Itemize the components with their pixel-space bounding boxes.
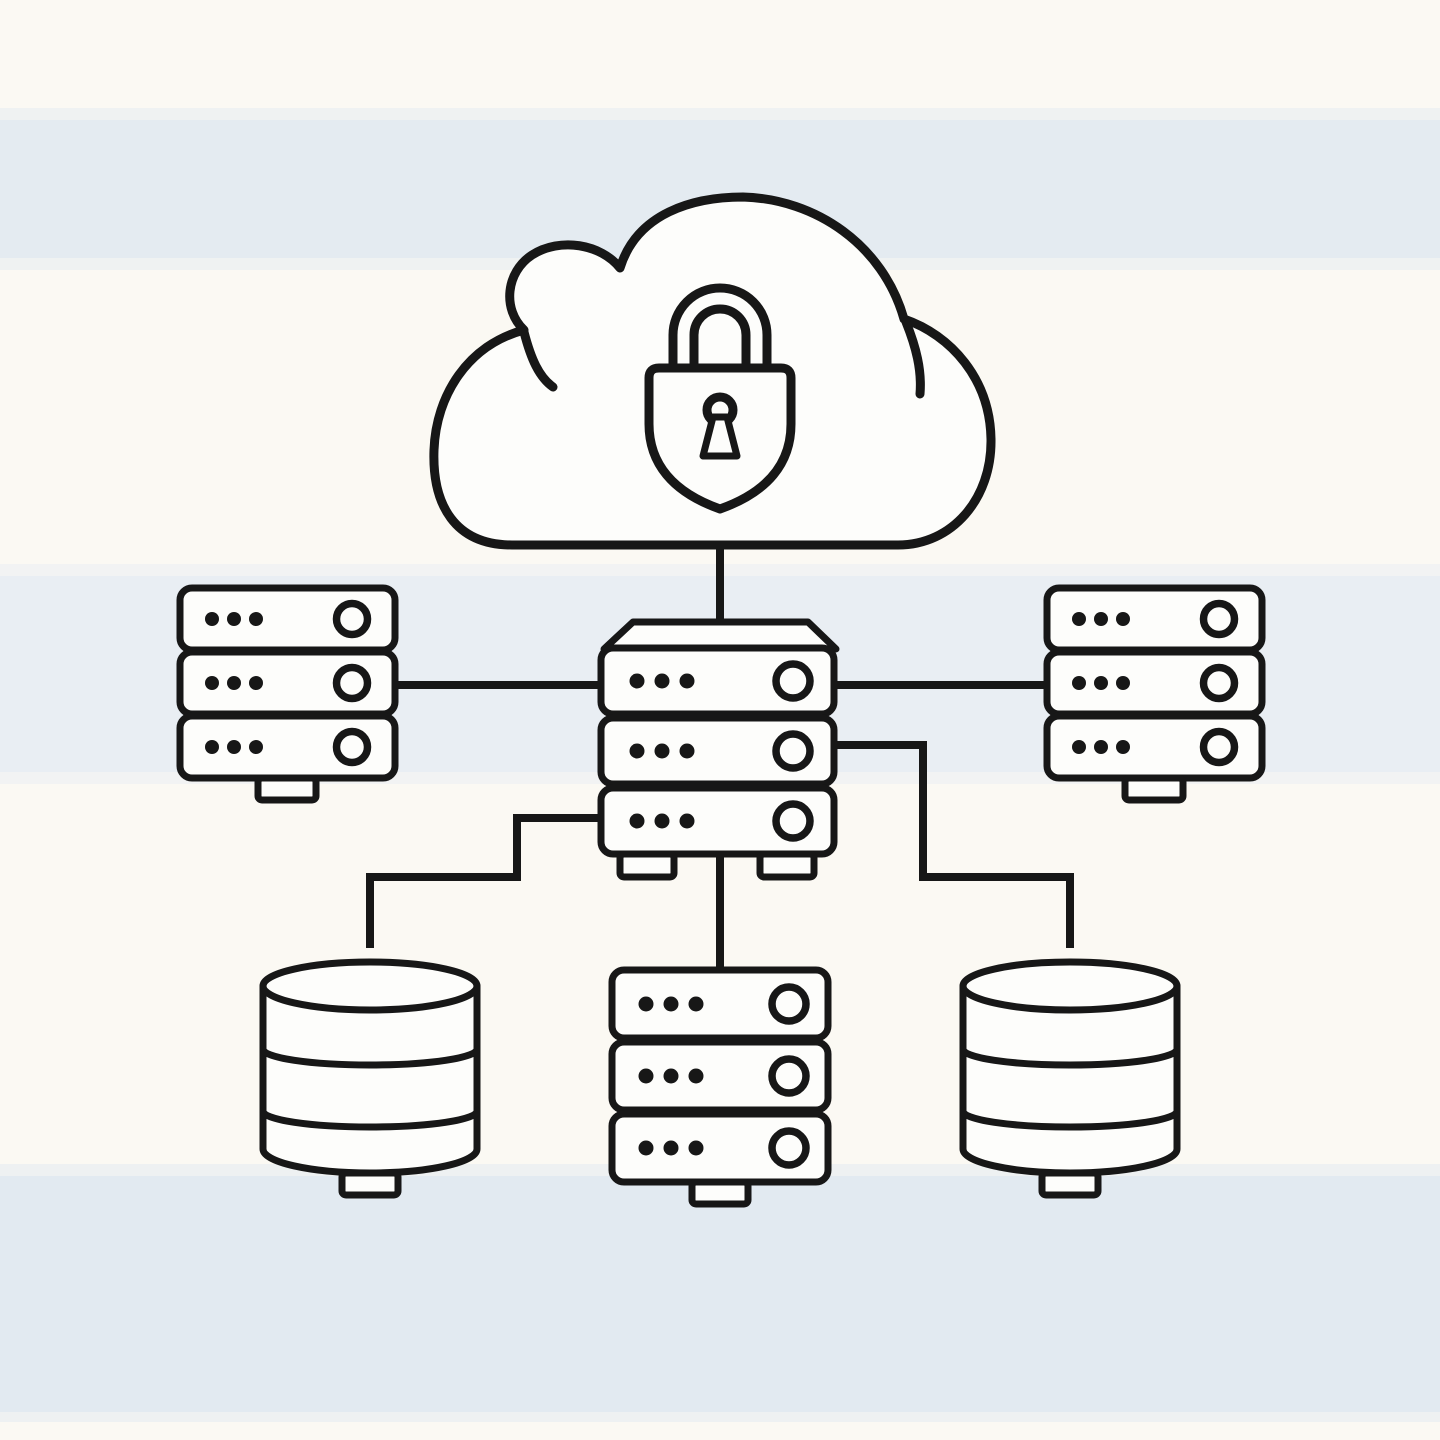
edge-core-server-to-left-database [366,814,607,948]
connections [366,544,1074,974]
server-unit [608,1038,832,1114]
database-foot [1038,1169,1102,1199]
server-unit [1043,584,1266,654]
keyhole-stem [699,413,741,460]
shield-padlock-icon [644,283,796,514]
database-top [959,958,1181,1014]
drive-ring-icon [772,730,814,772]
server-top-face [600,618,840,653]
cloud-stroke-hook-right [901,317,925,399]
padlock-shackle-outer [668,283,772,375]
drive-ring-icon [768,1127,810,1169]
drive-ring-icon [332,663,372,703]
drive-ring-icon [772,660,814,702]
secure-cloud-node [429,192,996,550]
drive-ring-icon [1199,663,1239,703]
database-body [259,982,481,1177]
server-unit [597,784,838,858]
left-database-node [259,958,481,1199]
database-segment-line [259,1107,481,1131]
core-server-node [597,618,840,881]
right-server-node [1043,584,1266,804]
server-foot [616,850,678,881]
drive-ring-icon [772,800,814,842]
server-foot [254,774,320,804]
server-foot [1121,774,1187,804]
database-top [259,958,481,1014]
drive-ring-icon [332,727,372,767]
database-segment-line [259,1045,481,1069]
right-database-node [959,958,1181,1199]
edge-core-server-to-right-database [828,741,1074,948]
server-unit [597,644,838,718]
server-unit [608,966,832,1042]
server-unit [176,584,399,654]
server-unit [176,712,399,782]
database-segment-line [959,1107,1181,1131]
drive-ring-icon [768,983,810,1025]
database-body [959,982,1181,1177]
cloud-stroke-hook-left [519,327,558,392]
drive-ring-icon [332,599,372,639]
database-segment-line [959,1045,1181,1069]
server-unit [608,1110,832,1186]
bottom-server-node [608,966,832,1208]
server-foot [756,850,818,881]
server-unit [176,648,399,718]
drive-ring-icon [1199,599,1239,639]
left-server-node [176,584,399,804]
server-unit [597,714,838,788]
drive-ring-icon [1199,727,1239,767]
database-foot [338,1169,402,1199]
server-unit [1043,712,1266,782]
padlock-shackle-inner [689,304,751,375]
drive-ring-icon [768,1055,810,1097]
server-unit [1043,648,1266,718]
server-foot [688,1178,752,1208]
